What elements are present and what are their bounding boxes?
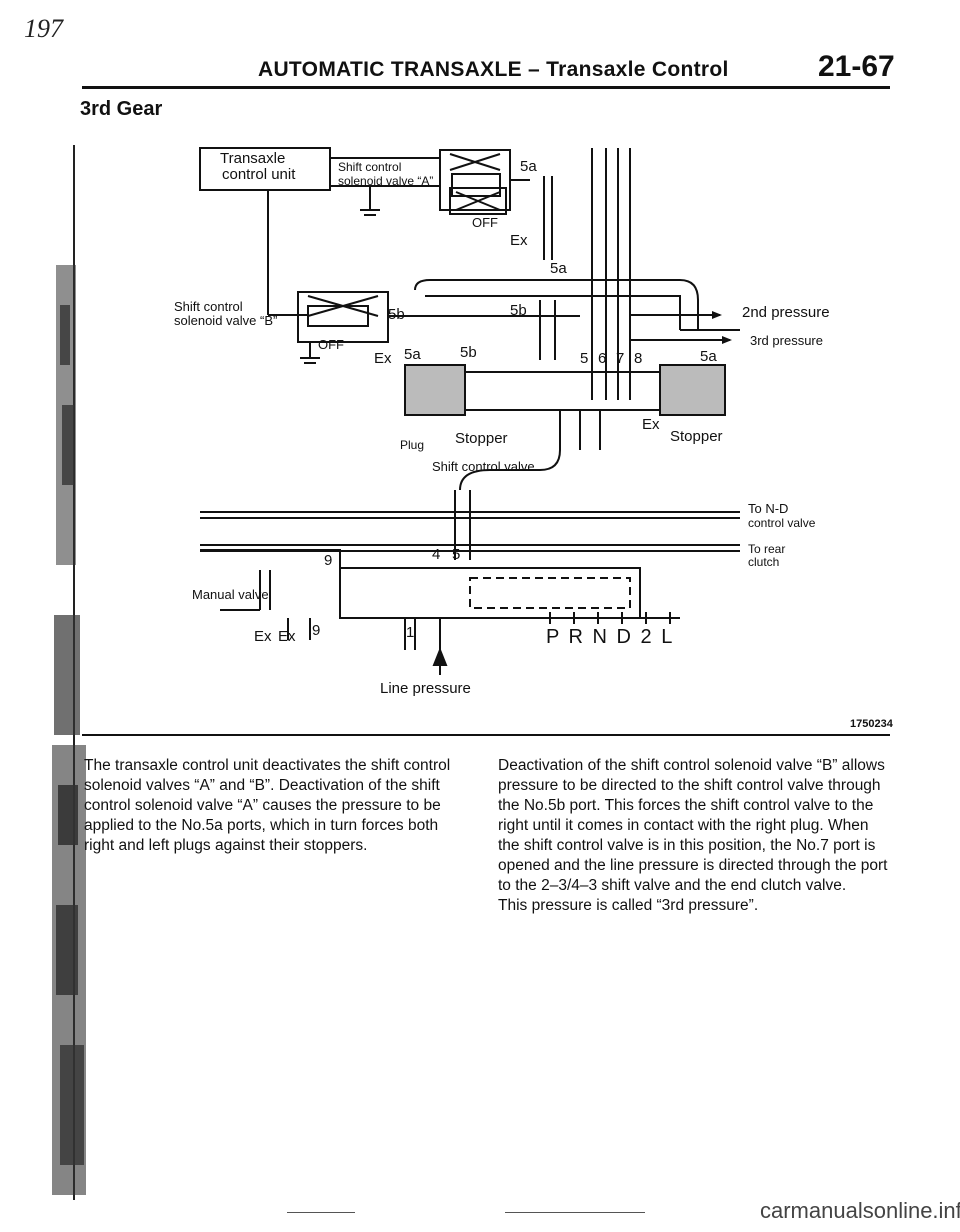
label-to-nd-line1: To N-D [748, 501, 789, 516]
label-port-5a-top: 5a [520, 158, 537, 175]
label-ex-m1: Ex [254, 628, 272, 645]
label-port-8: 8 [634, 350, 643, 367]
label-port-4: 4 [432, 546, 441, 563]
label-shift-control-valve: Shift control valve [432, 459, 535, 474]
label-to-rear-line1: To rear [748, 542, 786, 556]
label-port-5a-low: 5a [404, 346, 421, 363]
label-off-b: OFF [318, 337, 344, 352]
label-port-5b-left: 5b [388, 306, 405, 323]
label-solenoid-a-line2: solenoid valve “A” [338, 174, 434, 188]
paragraph-left: The transaxle control unit deactivates t… [84, 757, 451, 854]
label-stopper-left: Stopper [455, 430, 508, 447]
hydraulic-circuit-diagram: Transaxle control unit Shift control sol… [160, 140, 895, 710]
footer-rule-left [287, 1212, 355, 1213]
label-ex-a: Ex [510, 232, 528, 249]
label-solenoid-b-line2: solenoid valve “B” [174, 313, 278, 328]
page-number: 21-67 [818, 50, 895, 83]
label-shift-positions: P R N D 2 L [546, 626, 675, 648]
label-ex-b: Ex [374, 350, 392, 367]
page-header-title: AUTOMATIC TRANSAXLE – Transaxle Control [258, 58, 729, 81]
label-port-5b-right: 5b [510, 302, 527, 319]
label-port-9-top: 9 [324, 552, 333, 569]
label-solenoid-a-line1: Shift control [338, 160, 402, 174]
label-to-rear-line2: clutch [748, 555, 780, 569]
label-port-5: 5 [580, 350, 589, 367]
handwritten-note: 197 [24, 14, 63, 43]
binding-edge-artifact [52, 145, 100, 1200]
figure-number: 1750234 [850, 718, 893, 730]
body-text-right: Deactivation of the shift control soleno… [498, 756, 890, 916]
label-port-5-low: 5 [452, 546, 461, 563]
label-ex-right: Ex [642, 416, 660, 433]
diagram-drawing [199, 147, 740, 675]
label-ex-m2: Ex [278, 628, 296, 645]
watermark: carmanualsonline.info [760, 1198, 960, 1223]
label-port-1: 1 [406, 624, 415, 641]
paragraph-right-1: Deactivation of the shift control soleno… [498, 757, 888, 894]
solenoid-b-box [297, 291, 389, 343]
label-off-a: OFF [472, 215, 498, 230]
manual-valve [339, 567, 641, 619]
label-tcu-line1: Transaxle [220, 150, 286, 167]
label-manual-valve: Manual valve [192, 587, 269, 602]
header-rule [82, 86, 890, 89]
label-3rd-pressure: 3rd pressure [750, 333, 823, 348]
label-solenoid-b-line1: Shift control [174, 299, 243, 314]
label-port-5a-mid: 5a [550, 260, 567, 277]
label-port-5a-right: 5a [700, 348, 717, 365]
figure-rule [82, 734, 890, 736]
footer-rule-right [505, 1212, 645, 1213]
body-text-left: The transaxle control unit deactivates t… [84, 756, 464, 856]
label-to-nd-line2: control valve [748, 516, 816, 530]
label-port-5b-low: 5b [460, 344, 477, 361]
label-port-9-low: 9 [312, 622, 321, 639]
label-line-pressure: Line pressure [380, 680, 471, 697]
label-stopper-right: Stopper [670, 428, 723, 445]
label-port-7: 7 [616, 350, 625, 367]
label-plug: Plug [400, 438, 425, 452]
section-title: 3rd Gear [80, 98, 163, 120]
paragraph-right-2: This pressure is called “3rd pressure”. [498, 897, 759, 914]
label-2nd-pressure: 2nd pressure [742, 304, 830, 321]
label-tcu-line2: control unit [222, 166, 296, 183]
label-port-6: 6 [598, 350, 607, 367]
